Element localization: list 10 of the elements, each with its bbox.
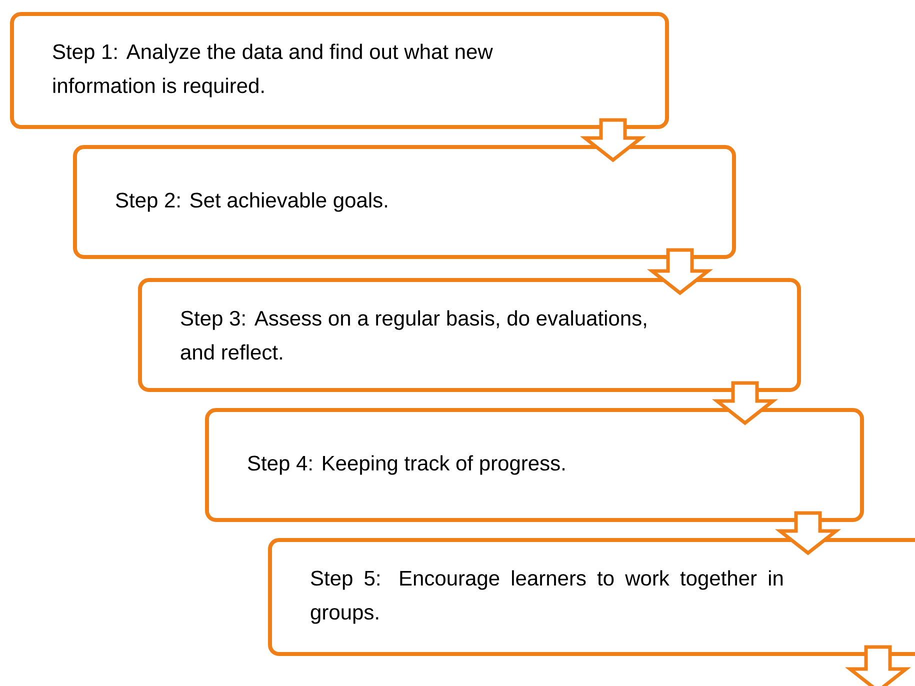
step-box: Step 1: Analyze the data and find out what new information is required. <box>10 12 669 129</box>
step-box: Step 4: Keeping track of progress. <box>205 408 864 522</box>
block-arrow <box>580 118 646 162</box>
step-box: Step 2: Set achievable goals. <box>73 145 736 259</box>
block-arrow <box>774 511 842 556</box>
block-arrow <box>646 248 714 296</box>
block-arrow <box>712 381 778 426</box>
step-box: Step 3: Assess on a regular basis, do evaluations, and reflect. <box>138 278 801 392</box>
step-box: Step 5: Encourage learners to work together in groups. <box>268 538 915 656</box>
block-arrow <box>844 645 912 686</box>
